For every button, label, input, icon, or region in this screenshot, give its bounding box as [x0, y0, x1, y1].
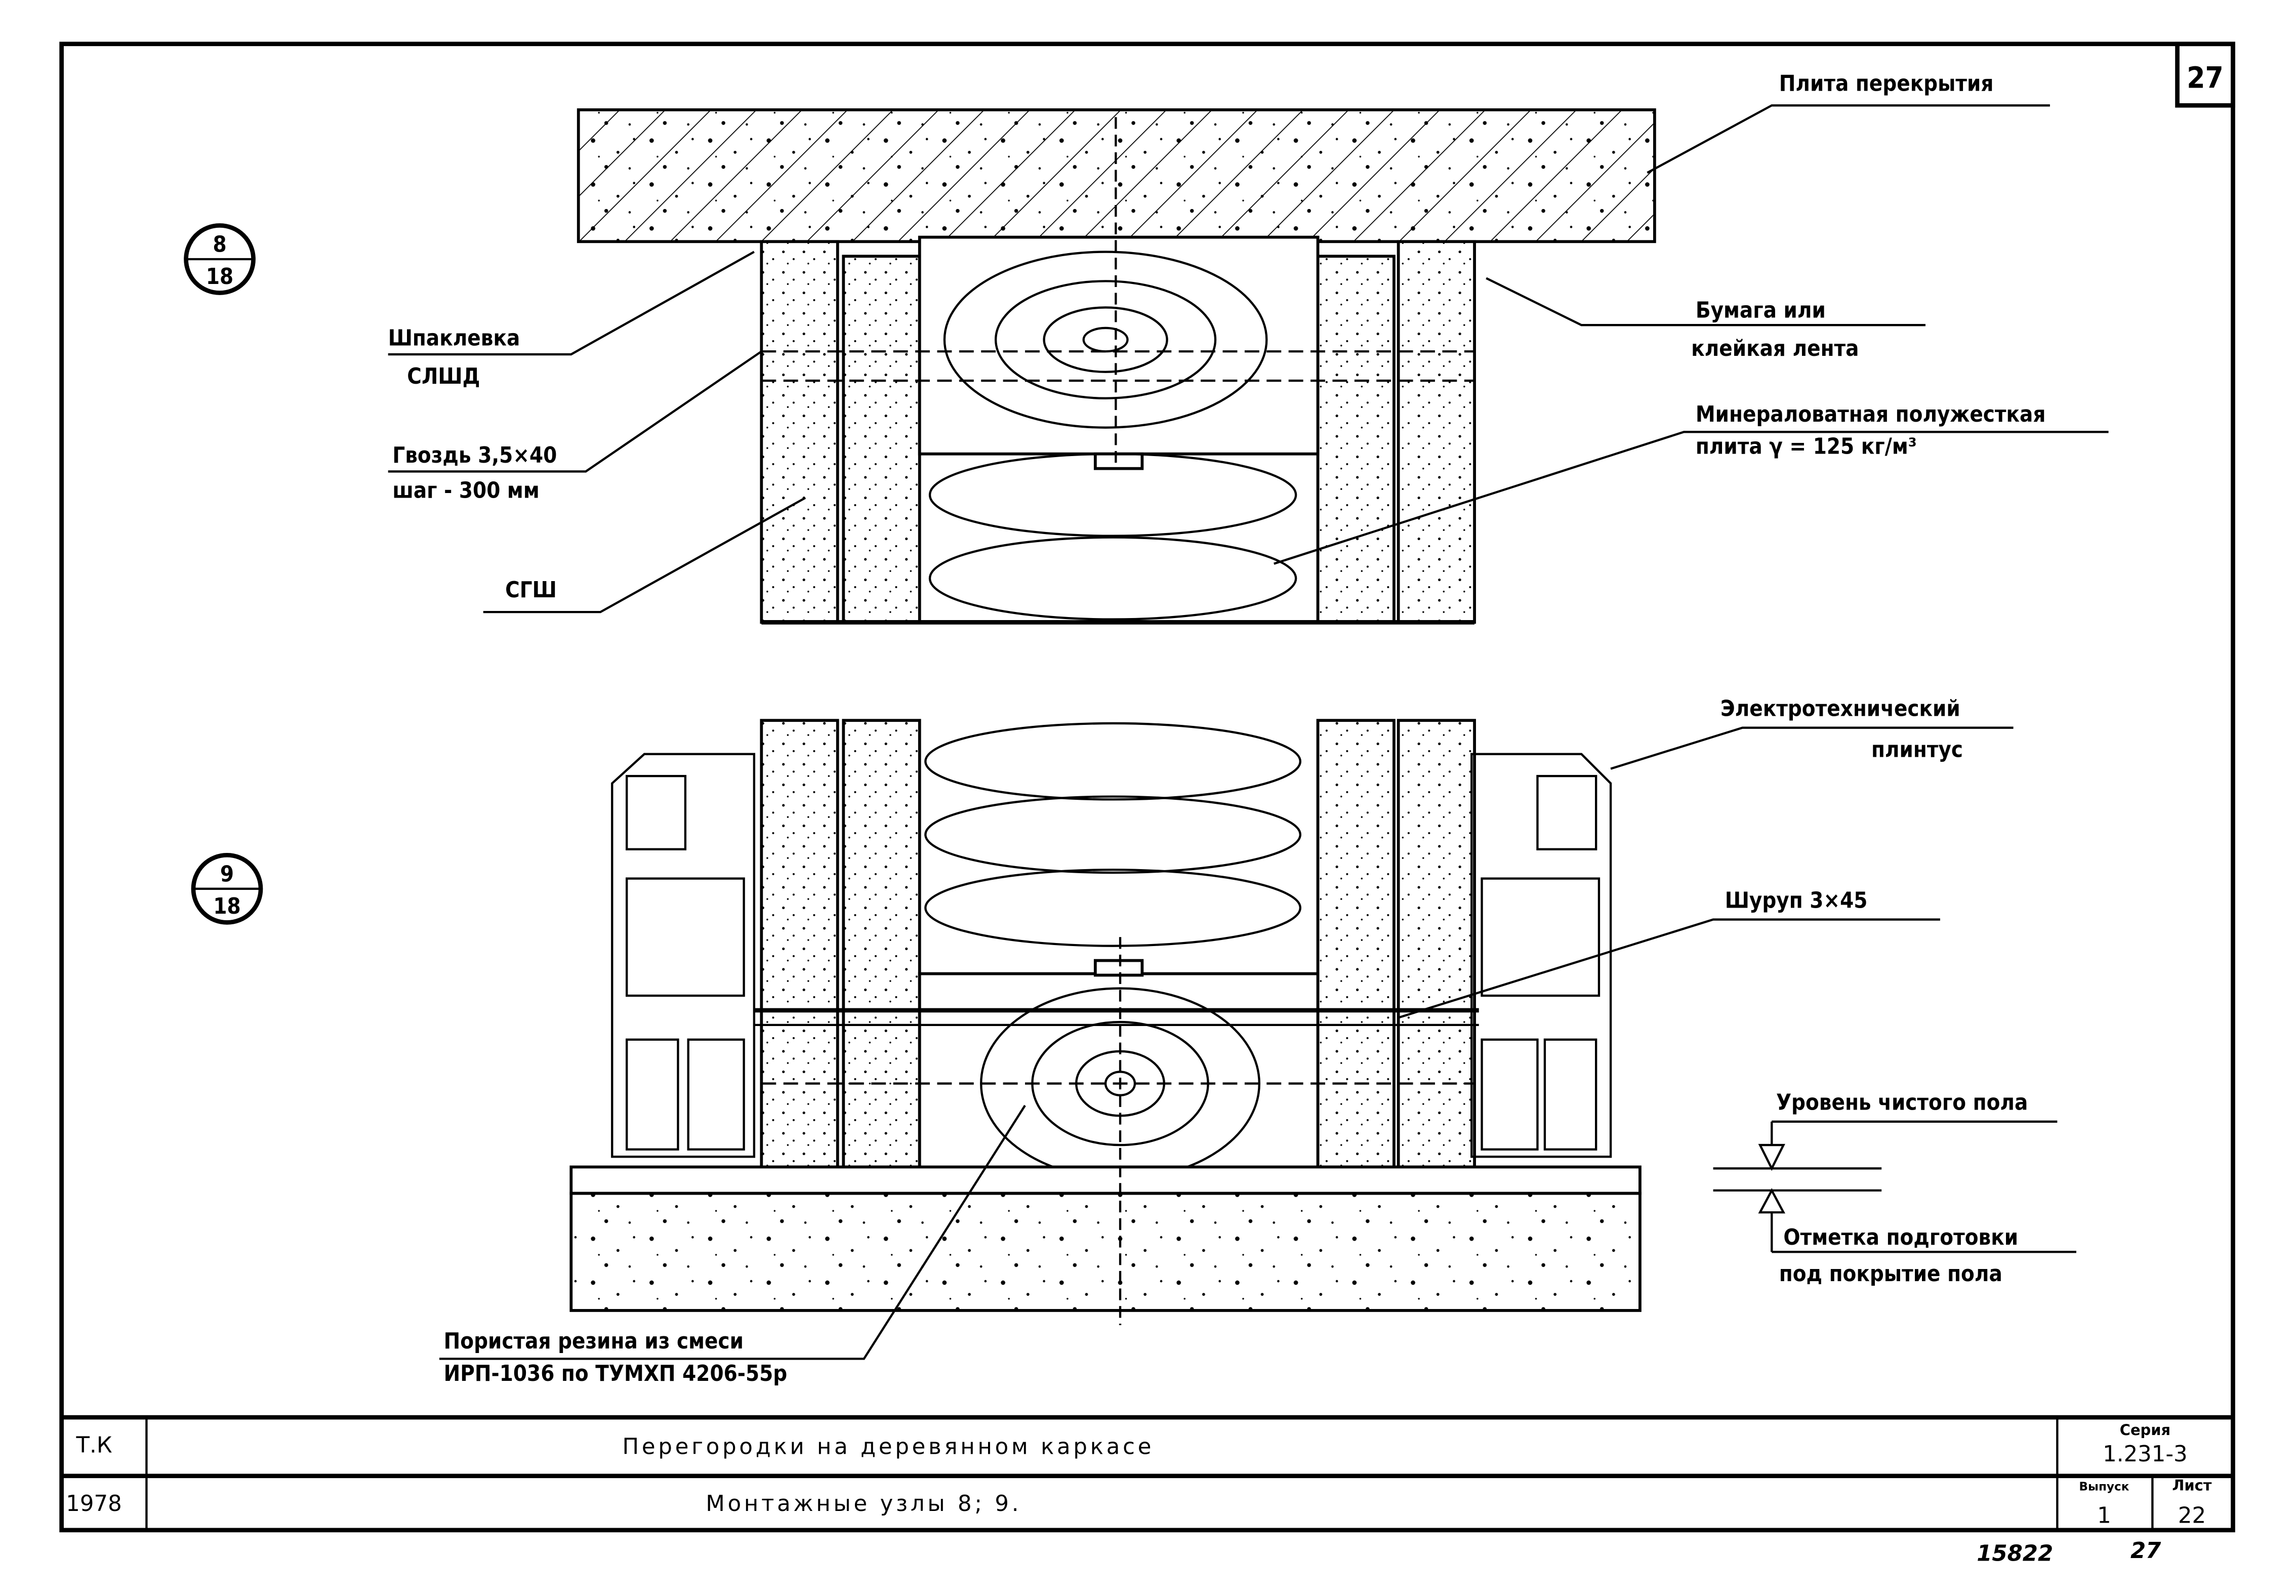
svg-text:ИРП-1036 по ТУМХП 4206-55р: ИРП-1036 по ТУМХП 4206-55р — [444, 1361, 788, 1386]
title-block: Т.К 1978 Перегородки на деревянном карка… — [61, 1415, 2233, 1530]
callouts: Плита перекрытия Шпаклевка СЛШД Бумага и… — [388, 71, 2109, 1386]
svg-text:Выпуск: Выпуск — [2079, 1481, 2129, 1494]
footer-marks: 15822 27 — [1977, 1538, 2161, 1567]
svg-text:27: 27 — [2130, 1538, 2161, 1564]
drawing-title: Перегородки на деревянном каркасе — [623, 1434, 1155, 1459]
svg-text:плинтус: плинтус — [1871, 738, 1963, 763]
svg-text:шаг - 300 мм: шаг - 300 мм — [392, 478, 539, 504]
svg-text:Лист: Лист — [2172, 1477, 2211, 1494]
wooden-stud — [918, 235, 1320, 456]
svg-text:27: 27 — [2187, 61, 2223, 95]
svg-text:15822: 15822 — [1977, 1541, 2053, 1567]
node-marker-9: 9 18 — [191, 852, 263, 925]
floor-base — [569, 1192, 1642, 1312]
electrical-plinth-right — [1470, 753, 1612, 1158]
svg-text:Т.К: Т.К — [76, 1433, 112, 1458]
svg-text:Уровень чистого пола: Уровень чистого пола — [1776, 1090, 2028, 1116]
svg-text:1: 1 — [2097, 1503, 2111, 1528]
svg-text:Гвоздь 3,5×40: Гвоздь 3,5×40 — [392, 443, 557, 468]
node-9-section — [569, 719, 1642, 1325]
sheet-number-box: 27 — [2175, 42, 2235, 108]
svg-text:Шуруп 3×45: Шуруп 3×45 — [1725, 888, 1868, 913]
sheet-border — [59, 42, 2235, 1533]
svg-text:плита γ = 125 кг/м³: плита γ = 125 кг/м³ — [1696, 434, 1917, 460]
svg-text:9: 9 — [220, 862, 234, 887]
svg-text:СЛШД: СЛШД — [407, 364, 480, 389]
svg-text:Пористая резина из смеси: Пористая резина из смеси — [444, 1329, 744, 1354]
wood-grain — [943, 251, 1268, 429]
svg-text:1978: 1978 — [66, 1491, 121, 1517]
svg-text:клейкая лента: клейкая лента — [1691, 336, 1859, 361]
svg-text:18: 18 — [206, 264, 233, 290]
node-marker-8: 8 18 — [184, 223, 256, 295]
drawing-subtitle: Монтажные узлы 8; 9. — [706, 1491, 1021, 1517]
svg-text:22: 22 — [2178, 1503, 2206, 1528]
mineral-wool — [928, 453, 1297, 537]
node-8-section — [577, 108, 1656, 625]
svg-text:Отметка подготовки: Отметка подготовки — [1783, 1225, 2018, 1250]
svg-text:18: 18 — [213, 894, 240, 919]
svg-text:Бумага или: Бумага или — [1696, 298, 1826, 323]
svg-text:Минераловатная полужесткая: Минераловатная полужесткая — [1696, 402, 2046, 427]
electrical-plinth-left — [611, 753, 756, 1158]
svg-text:1.231-3: 1.231-3 — [2103, 1442, 2187, 1467]
svg-text:СГШ: СГШ — [505, 578, 557, 603]
svg-text:Шпаклевка: Шпаклевка — [388, 326, 520, 351]
svg-text:под покрытие пола: под покрытие пола — [1779, 1261, 2002, 1287]
label-floor-slab: Плита перекрытия — [1779, 71, 1994, 96]
svg-text:Электротехнический: Электротехнический — [1720, 697, 1960, 722]
svg-text:Серия: Серия — [2120, 1421, 2170, 1439]
svg-text:8: 8 — [213, 232, 226, 258]
